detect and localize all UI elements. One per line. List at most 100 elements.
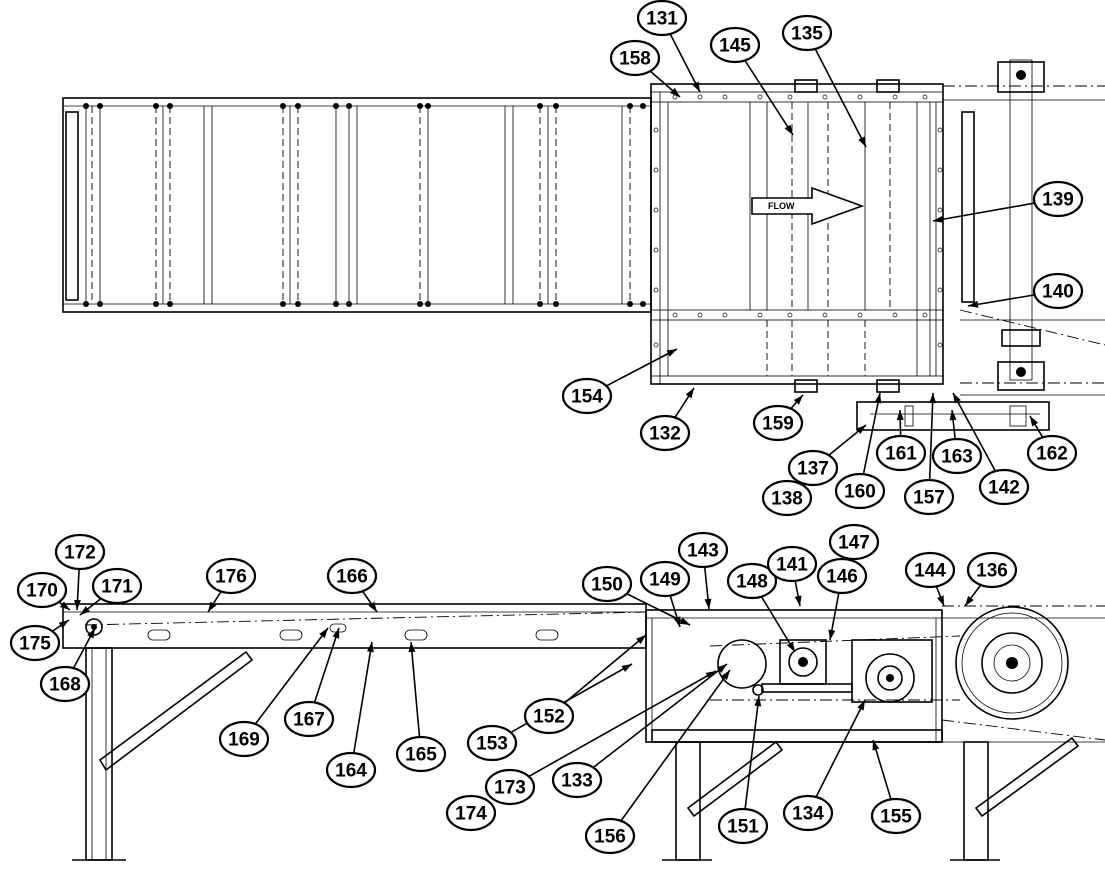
- callout-145: 145: [709, 26, 761, 64]
- callout-label: 168: [49, 675, 81, 696]
- leader-arrowhead-166: [368, 601, 377, 612]
- infeed-section: [62, 97, 652, 313]
- leader-arrowhead-167: [332, 628, 340, 639]
- leader-arrowhead-132: [685, 388, 694, 399]
- callout-ellipse: [581, 565, 633, 603]
- callout-label: 157: [913, 488, 945, 509]
- callout-172: 172: [54, 533, 106, 571]
- flow-arrow: FLOW: [751, 186, 865, 226]
- leader-arrowhead-134: [857, 700, 865, 711]
- leader-arrowhead-140: [968, 300, 979, 308]
- callout-165: 165: [395, 735, 447, 773]
- callout-135: 135: [781, 14, 833, 52]
- callout-176: 176: [205, 557, 257, 595]
- leader-arrowhead-162: [1030, 416, 1039, 427]
- callout-143: 143: [677, 531, 729, 569]
- leader-line-139: [932, 202, 1035, 222]
- callout-160: 160: [834, 472, 886, 510]
- leader-line-140: [967, 294, 1035, 307]
- callout-label: 159: [762, 414, 794, 435]
- callout-156: 156: [584, 817, 636, 855]
- transfer-section: FLOW: [650, 79, 944, 393]
- callout-146: 146: [816, 557, 868, 595]
- callout-label: 170: [26, 581, 58, 602]
- leader-arrowhead-145: [784, 124, 793, 135]
- callout-ellipse: [283, 700, 335, 738]
- callout-159: 159: [752, 404, 804, 442]
- drive-sprocket: [941, 605, 1105, 741]
- callout-155: 155: [870, 797, 922, 835]
- leader-arrowhead-156: [721, 670, 730, 681]
- callout-ellipse: [816, 557, 868, 595]
- callout-label: 138: [771, 489, 803, 510]
- callout-ellipse: [609, 39, 661, 77]
- callout-label: 165: [405, 745, 437, 766]
- callout-label: 160: [844, 482, 876, 503]
- leader-line-160: [862, 392, 881, 475]
- callout-164: 164: [325, 751, 377, 789]
- callout-174: 174: [445, 794, 497, 832]
- leader-arrowhead-163: [949, 410, 957, 421]
- callout-ellipse: [828, 523, 880, 561]
- callout-ellipse: [16, 571, 68, 609]
- leader-arrowhead-135: [858, 136, 866, 147]
- callout-162: 162: [1026, 434, 1078, 472]
- callout-ellipse: [205, 557, 257, 595]
- callout-133: 133: [551, 761, 603, 799]
- leader-arrowhead-139: [933, 215, 944, 223]
- callout-label: 149: [649, 570, 681, 591]
- plan-view: FLOW: [62, 59, 1105, 431]
- callout-134: 134: [782, 794, 834, 832]
- callout-144: 144: [904, 551, 956, 589]
- callout-ellipse: [709, 26, 761, 64]
- leader-arrowhead-157: [929, 393, 937, 404]
- callout-ellipse: [523, 697, 575, 735]
- leader-arrowhead-169: [319, 628, 328, 639]
- callout-ellipse: [966, 551, 1018, 589]
- callout-label: 141: [776, 555, 808, 576]
- callout-142: 142: [978, 468, 1030, 506]
- callout-label: 143: [687, 541, 719, 562]
- callout-label: 169: [228, 730, 260, 751]
- callout-label: 162: [1036, 444, 1068, 465]
- callout-label: 173: [494, 778, 526, 799]
- callout-ellipse: [904, 551, 956, 589]
- leader-arrowhead-149: [673, 616, 681, 627]
- callout-ellipse: [726, 562, 778, 600]
- leader-arrowhead-172: [74, 599, 82, 610]
- leader-arrowhead-175: [58, 620, 69, 629]
- leader-line-167: [313, 627, 340, 703]
- callout-label: 133: [561, 771, 593, 792]
- leader-arrowhead-151: [754, 696, 762, 707]
- callout-label: 155: [880, 807, 912, 828]
- callout-173: 173: [484, 768, 536, 806]
- leader-line-164: [352, 641, 373, 754]
- callout-132: 132: [639, 414, 691, 452]
- callout-ellipse: [781, 14, 833, 52]
- callout-ellipse: [325, 751, 377, 789]
- callout-ellipse: [218, 720, 270, 758]
- leader-line-154: [605, 348, 678, 387]
- callout-166: 166: [326, 557, 378, 595]
- infeed-bolts: [83, 103, 646, 307]
- callout-label: 150: [591, 575, 623, 596]
- callout-label: 135: [791, 24, 823, 45]
- leader-arrowhead-155: [872, 740, 880, 751]
- callout-ellipse: [834, 472, 886, 510]
- leader-line-148: [760, 596, 796, 653]
- callout-ellipse: [639, 414, 691, 452]
- support-legs: [72, 647, 1105, 861]
- leader-line-165: [410, 641, 421, 738]
- callout-141: 141: [766, 545, 818, 583]
- callout-label: 147: [838, 533, 870, 554]
- leader-arrowhead-153: [621, 664, 632, 672]
- callout-ellipse: [551, 761, 603, 799]
- callout-ellipse: [639, 560, 691, 598]
- callout-label: 148: [736, 572, 768, 593]
- leader-line-169: [254, 627, 329, 725]
- leader-arrowhead-143: [704, 598, 712, 609]
- callout-ellipse: [39, 665, 91, 703]
- callout-ellipse: [761, 479, 813, 517]
- callout-171: 171: [91, 567, 143, 605]
